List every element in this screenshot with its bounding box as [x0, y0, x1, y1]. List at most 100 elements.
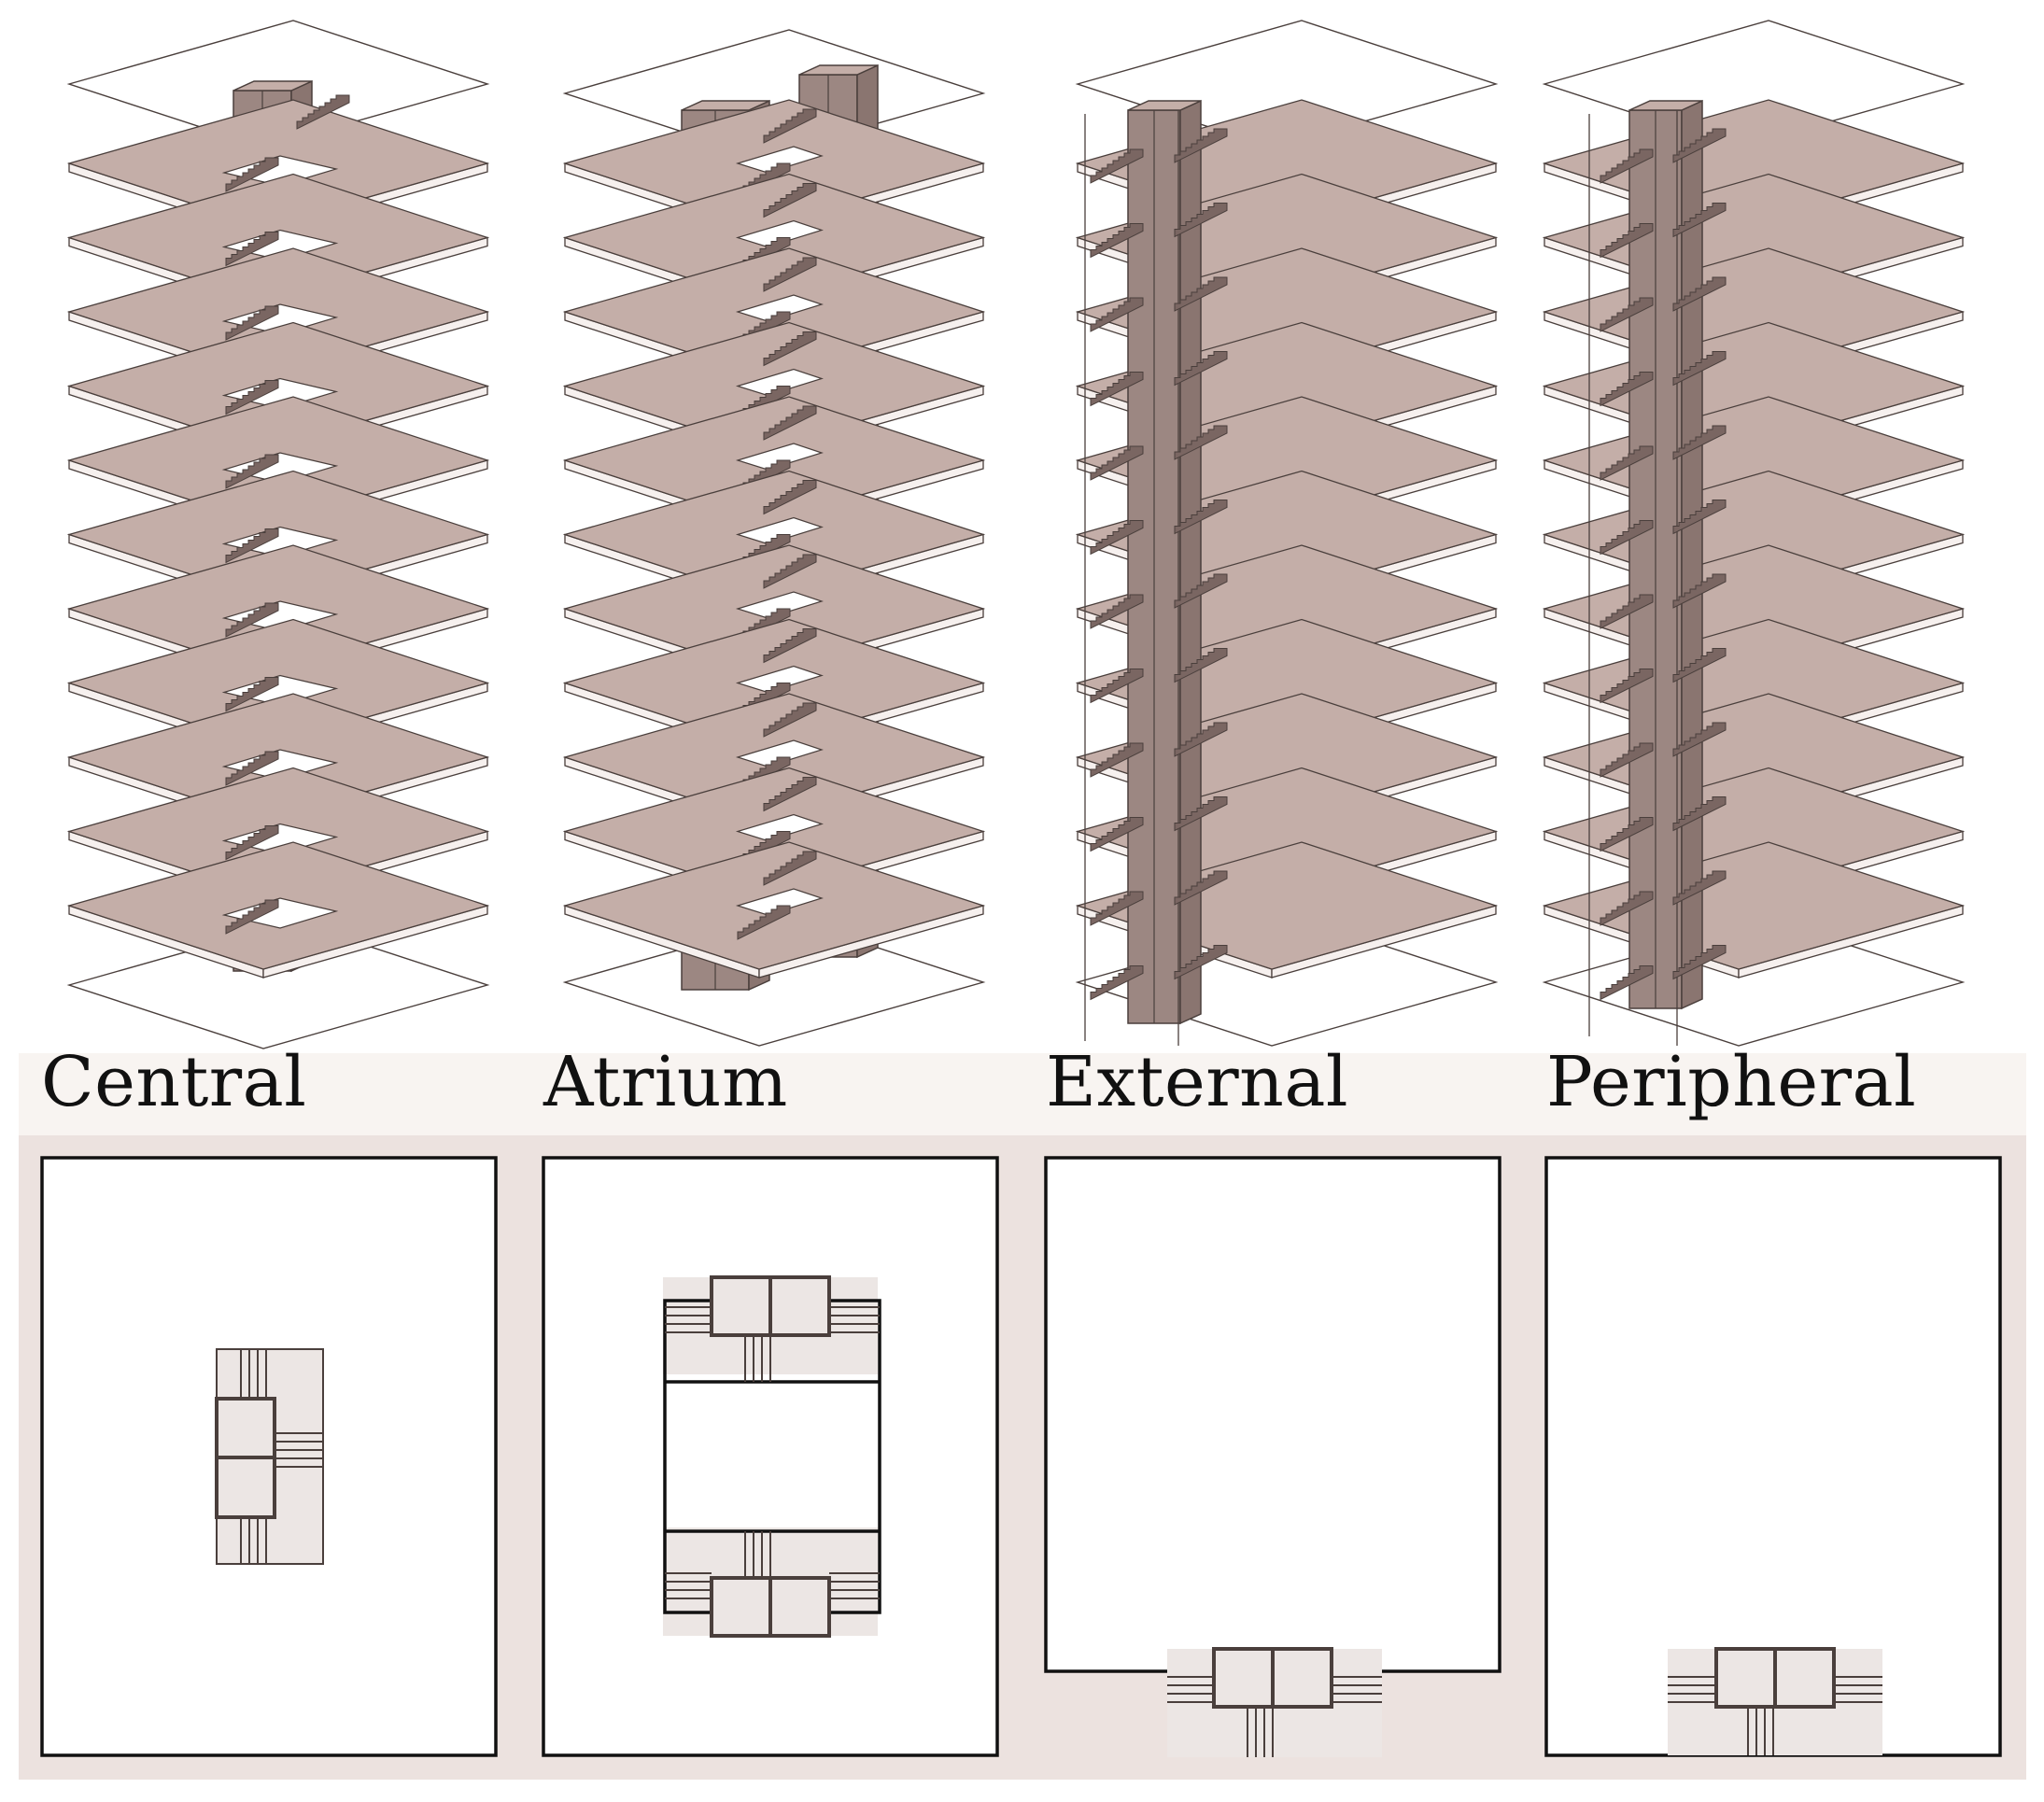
stair-flight [225, 899, 279, 935]
stair [1600, 742, 1654, 778]
atrium-opening [735, 294, 824, 322]
stair-flight [1672, 500, 1727, 535]
stair-flight [1174, 648, 1228, 683]
stair [1600, 520, 1654, 556]
floor-plans [40, 1156, 2002, 1757]
stair-flight [1600, 742, 1654, 778]
stair-flight [1672, 573, 1727, 609]
stair-flight [1090, 223, 1144, 259]
stair [763, 108, 817, 144]
stair [225, 157, 279, 192]
stair [763, 554, 817, 589]
stair [1090, 148, 1144, 184]
plan-central [40, 1156, 498, 1757]
stair-flight [1174, 573, 1228, 609]
atrium-opening [735, 516, 824, 545]
stair-flight [1672, 945, 1727, 980]
stair-flight [1600, 965, 1654, 1001]
stair [225, 602, 279, 638]
stair [225, 454, 279, 489]
stair-flight [225, 825, 279, 861]
stair-flight [1672, 203, 1727, 238]
stair [763, 480, 817, 515]
stair-flight [1090, 148, 1144, 184]
stair [1090, 817, 1144, 852]
stair-flight [225, 751, 279, 786]
stair-flight [1090, 372, 1144, 407]
stair-flight [225, 677, 279, 712]
iso-peripheral [1542, 20, 1966, 1047]
stair-flight [225, 454, 279, 489]
stair [1672, 796, 1727, 832]
stair-flight [1600, 817, 1654, 852]
plan-outline [1044, 1156, 1501, 1673]
stair [1090, 891, 1144, 926]
stair-flight [1600, 148, 1654, 184]
stair [1174, 870, 1228, 906]
core-side [1681, 99, 1703, 1010]
stair [1672, 648, 1727, 683]
slab-top [1542, 841, 1966, 970]
core-top [798, 64, 879, 76]
stair-flight [1672, 128, 1727, 163]
shaft-pair-top [710, 1275, 831, 1337]
stair [1672, 722, 1727, 757]
stair-flight [225, 602, 279, 638]
stair-flight [1672, 425, 1727, 460]
stair [1672, 276, 1727, 312]
peripheral-core [1628, 99, 1703, 1010]
stair [225, 380, 279, 415]
atrium-opening [735, 739, 824, 767]
stair [1090, 372, 1144, 407]
stair-flight [1174, 796, 1228, 832]
stair [763, 851, 817, 886]
stair-flight [763, 777, 817, 812]
stair [225, 825, 279, 861]
stair-flight [1600, 669, 1654, 704]
stair [1174, 276, 1228, 312]
stair [763, 257, 817, 292]
stair-flight [1090, 965, 1144, 1001]
external-core [1127, 99, 1202, 1025]
stair-flight [1090, 297, 1144, 332]
stair [1600, 445, 1654, 481]
stair-flight [225, 157, 279, 192]
stair-flight [1600, 594, 1654, 629]
atrium-opening [735, 591, 824, 619]
stair-flight [1600, 445, 1654, 481]
label-external: External [1046, 1042, 1349, 1122]
stair-flight [763, 331, 817, 367]
stair [225, 899, 279, 935]
core-top [1628, 100, 1703, 111]
stair [1174, 573, 1228, 609]
iso-atrium [562, 29, 986, 1047]
stair-flight [296, 94, 350, 130]
atrium-opening [735, 146, 824, 174]
plan-outline [542, 1156, 999, 1757]
stair-flight [1600, 372, 1654, 407]
stair [1672, 128, 1727, 163]
stair-flight [1600, 520, 1654, 556]
stair [1600, 891, 1654, 926]
stair-flight [1174, 945, 1228, 980]
atrium-opening [735, 665, 824, 694]
core-top [681, 100, 770, 111]
stair [1174, 722, 1228, 757]
stair [1600, 669, 1654, 704]
atrium-opening [735, 219, 824, 248]
stair-flight [1090, 445, 1144, 481]
stair [763, 702, 817, 738]
stair [1090, 223, 1144, 259]
stair-flight [1174, 128, 1228, 163]
stair-flight [225, 380, 279, 415]
stair-flight [1600, 891, 1654, 926]
stair [1174, 500, 1228, 535]
atrium-opening [735, 888, 824, 916]
iso-external [1075, 20, 1499, 1047]
atrium-opening [735, 443, 824, 471]
stair-flight [763, 405, 817, 441]
stair [1600, 372, 1654, 407]
stair [1090, 297, 1144, 332]
stair-flight [1672, 648, 1727, 683]
